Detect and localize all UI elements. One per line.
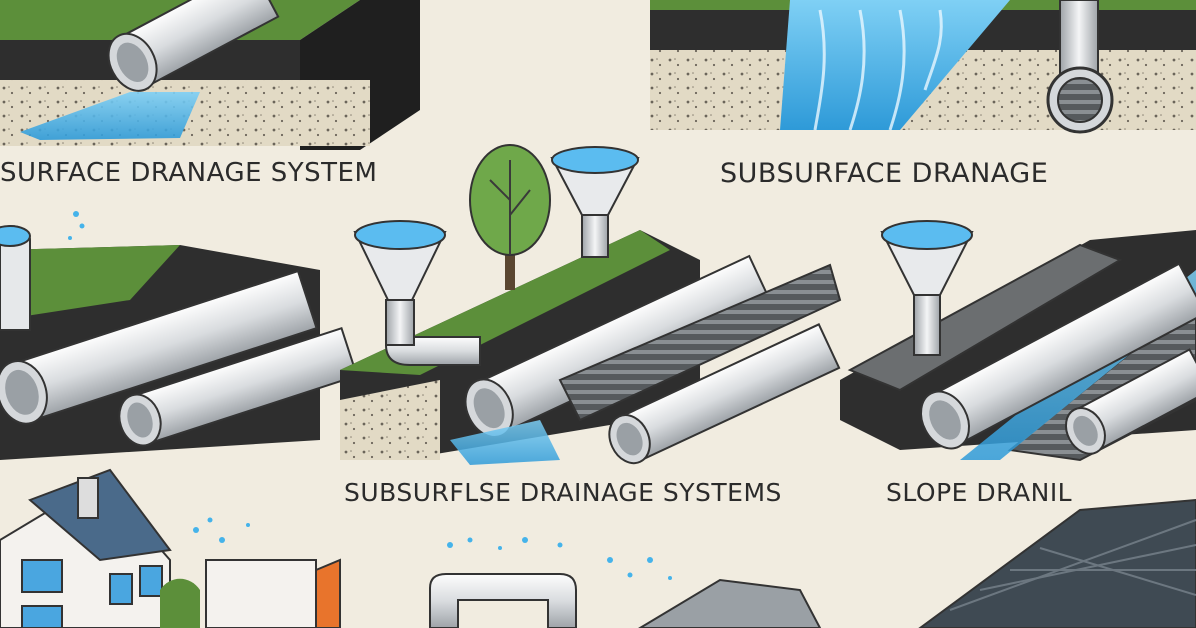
subsurface-systems-label: SUBSURFLSE DRAINAGE SYSTEMS <box>344 478 782 507</box>
pipe-field-left <box>0 225 359 460</box>
surface-drainage-label: SURFACE DRANAGE SYSTEM <box>0 158 378 188</box>
water-splashes <box>68 211 672 580</box>
tree <box>469 144 551 290</box>
house <box>0 468 172 628</box>
roof <box>918 498 1196 628</box>
truck <box>160 558 341 628</box>
surface-drainage-block <box>0 0 420 150</box>
drain-grate <box>558 263 842 422</box>
center-drainage-block <box>340 144 842 465</box>
subsurface-drainage-block <box>650 0 1196 134</box>
funnel-right <box>550 146 640 258</box>
bottom-pipe <box>429 573 822 628</box>
waterfall <box>780 0 1010 130</box>
slope-drain-block <box>840 220 1196 462</box>
funnel <box>880 220 974 356</box>
water-flow <box>20 92 200 140</box>
funnel-left <box>353 220 481 366</box>
pipe <box>107 0 280 92</box>
subsurface-drainage-label: SUBSURFACE DRANAGE <box>720 158 1049 189</box>
slope-drain-label: SLOPE DRANIL <box>886 478 1073 507</box>
